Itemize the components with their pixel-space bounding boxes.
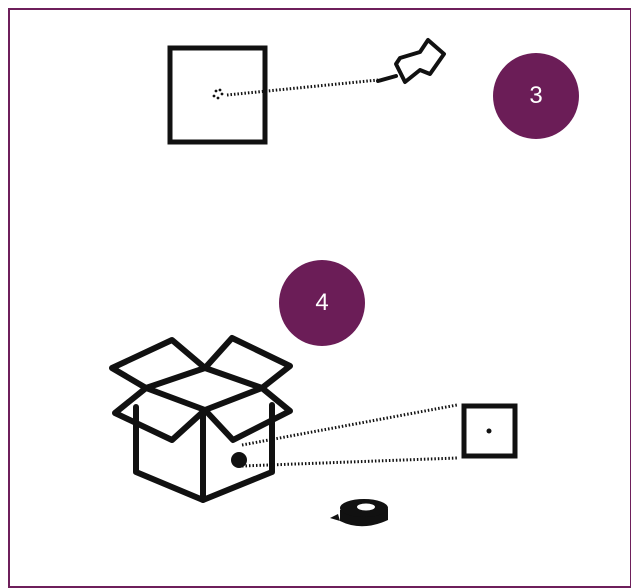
step4-group xyxy=(112,338,515,526)
dotted-connector xyxy=(227,80,378,95)
step-4-number: 4 xyxy=(315,289,328,317)
step-3-number: 3 xyxy=(529,82,542,110)
target-dot xyxy=(487,429,492,434)
square-with-dot-icon xyxy=(170,48,265,142)
open-box-icon xyxy=(112,338,290,500)
step-3-badge: 3 xyxy=(493,53,579,139)
tape-roll-icon xyxy=(330,499,388,526)
hole-icon xyxy=(231,452,247,468)
pin-hole-icon xyxy=(213,89,224,100)
step-4-badge: 4 xyxy=(279,260,365,346)
step3-group xyxy=(170,40,444,142)
push-pin-icon xyxy=(378,40,444,82)
